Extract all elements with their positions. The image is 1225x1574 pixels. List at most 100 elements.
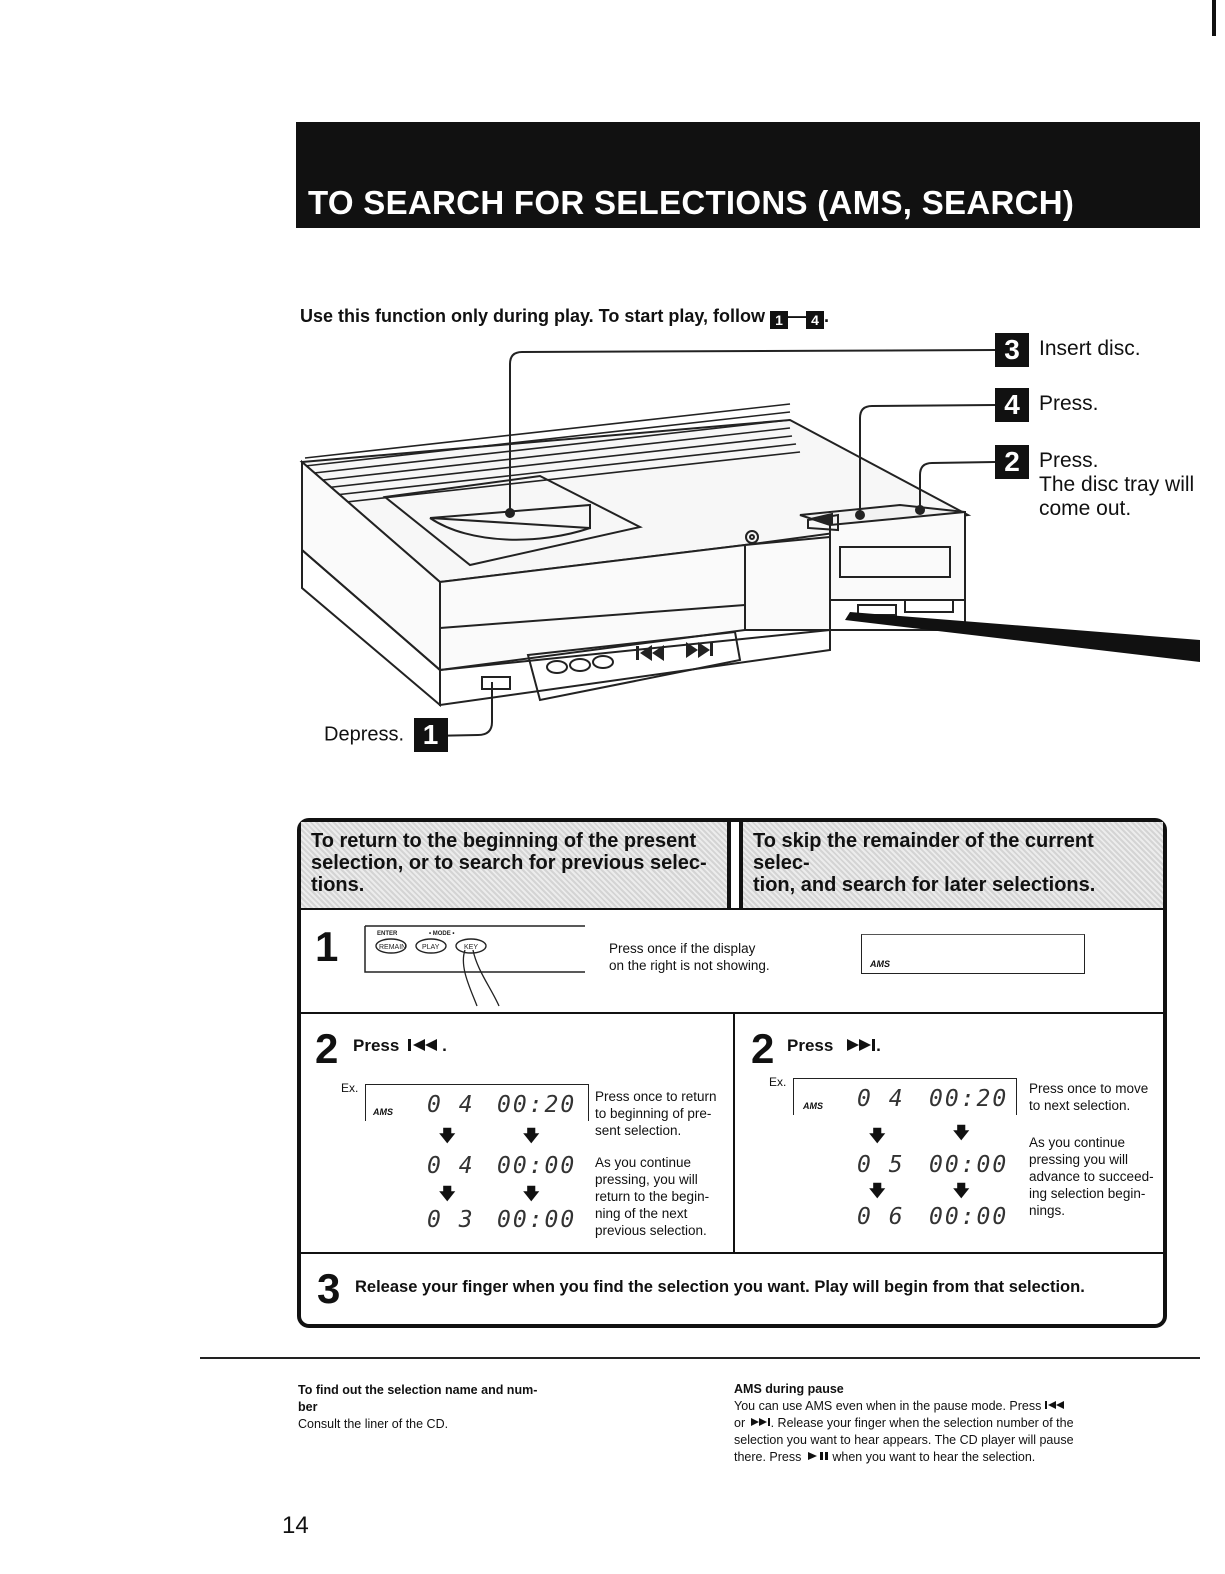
down-arrow-icon: 🡇	[439, 1186, 456, 1203]
step-number-2-left: 2	[315, 1025, 339, 1072]
note-heading-line: To find out the selection name and num-	[298, 1383, 538, 1397]
step3-instruction: Release your finger when you find the se…	[355, 1278, 1085, 1296]
prev-track-icon	[408, 1039, 438, 1051]
note-text: You can use AMS even when in the pause m…	[734, 1399, 1042, 1413]
callout-insert-disc: 3 Insert disc.	[995, 333, 1141, 367]
text-line: sent selection.	[595, 1123, 682, 1138]
page-number: 14	[282, 1512, 309, 1539]
lcd-frame-right	[793, 1078, 1017, 1115]
panel-header-previous: To return to the beginning of the presen…	[301, 822, 731, 910]
step-badge-1: 1	[770, 311, 789, 329]
step-badge-1-callout: 1	[413, 718, 448, 752]
down-arrow-icon: 🡇	[869, 1128, 886, 1145]
edge-rule	[1212, 0, 1216, 36]
down-arrow-icon: 🡇	[869, 1183, 886, 1200]
text-line: ning of the next	[595, 1206, 688, 1221]
intro-text: Use this function only during play. To s…	[300, 306, 829, 329]
note-text: there. Press	[734, 1450, 802, 1464]
text-line: return to the begin-	[595, 1189, 710, 1204]
lcd-time-left-3: 00:00	[497, 1207, 577, 1233]
note-heading-line: ber	[298, 1400, 318, 1414]
down-arrow-icon: 🡇	[953, 1183, 970, 1200]
lcd-track-left-2: 0 4	[427, 1153, 475, 1179]
panel-divider	[301, 1252, 1163, 1254]
down-arrow-icon: 🡇	[523, 1128, 540, 1145]
down-arrow-icon: 🡇	[523, 1186, 540, 1203]
callout-tray-line1: The disc tray will	[1039, 473, 1195, 496]
step-badge-4: 4	[806, 311, 825, 329]
panel-header-line: selection, or to search for previous sel…	[311, 852, 707, 874]
key-label-mode: • MODE •	[429, 931, 455, 937]
text-line: to next selection.	[1029, 1098, 1131, 1113]
lcd-track-left-3: 0 3	[427, 1207, 475, 1233]
callout-insert-disc-text: Insert disc.	[1039, 337, 1141, 360]
step-badge-2-callout: 2	[995, 445, 1029, 479]
note-line: selection you want to hear appears. The …	[734, 1433, 1074, 1447]
text-line: As you continue	[1029, 1135, 1126, 1150]
step1-instruction: Press once if the display on the right i…	[609, 940, 770, 974]
ex-label-left: Ex.	[341, 1081, 359, 1095]
panel-header-line: tion, and search for later selections.	[753, 874, 1096, 896]
text-line: nings.	[1029, 1203, 1066, 1218]
panel-header-next: To skip the remainder of the current sel…	[739, 822, 1163, 910]
step-number-1: 1	[315, 923, 339, 970]
ams-display-label: AMS	[870, 959, 890, 969]
panel-divider	[301, 1012, 1163, 1014]
prev-track-icon	[1044, 1401, 1064, 1409]
lcd-time-right-2: 00:00	[929, 1152, 1009, 1178]
press-next-label: Press .	[787, 1036, 881, 1055]
press-prev-text: Press	[353, 1036, 400, 1055]
text-line: Press once to return	[595, 1089, 717, 1104]
step1-text-line: Press once if the display	[609, 941, 756, 956]
note-text: . Release your finger when the selection…	[770, 1416, 1074, 1430]
remain-key: REMAIN	[379, 944, 406, 951]
intro-text-start: Use this function only during play. To s…	[300, 306, 771, 326]
lcd-time-right-3: 00:00	[929, 1204, 1009, 1230]
text-line: to beginning of pre-	[595, 1106, 712, 1121]
note-heading-ams-pause: AMS during pause	[734, 1382, 844, 1396]
play-pause-icon	[807, 1452, 828, 1460]
press-next-text: Press	[787, 1036, 834, 1055]
note-heading-selection-name: To find out the selection name and num- …	[298, 1382, 537, 1416]
next-track-icon	[847, 1039, 876, 1051]
ex-label-right: Ex.	[769, 1075, 787, 1089]
step1-text-line: on the right is not showing.	[609, 958, 770, 973]
callout-press-open-text: Press.	[1039, 449, 1099, 472]
step2-left-text1: Press once to return to beginning of pre…	[595, 1088, 717, 1139]
panel-divider	[301, 908, 1163, 910]
play-key: PLAY	[422, 944, 440, 951]
key-label-enter: ENTER	[377, 931, 398, 937]
callout-press-open: 2 Press. The disc tray will come out.	[995, 445, 1194, 520]
note-line: or . Release your finger when the select…	[734, 1415, 1074, 1432]
note-line: You can use AMS even when in the pause m…	[734, 1398, 1074, 1415]
lcd-ams-right: AMS	[803, 1101, 823, 1111]
text-line: advance to succeed-	[1029, 1169, 1154, 1184]
lcd-time-left-2: 00:00	[497, 1153, 577, 1179]
panel-header-line: To return to the beginning of the presen…	[311, 830, 697, 852]
remote-keys-diagram: ENTER • MODE • REMAIN PLAY KEY	[364, 925, 585, 1007]
intro-dash: —	[788, 306, 807, 326]
text-line: previous selection.	[595, 1223, 707, 1238]
instruction-panel: To return to the beginning of the presen…	[297, 818, 1167, 1328]
intro-text-end: .	[824, 306, 830, 326]
step2-right-text1: Press once to move to next selection.	[1029, 1080, 1148, 1114]
callout-depress: Depress. 1	[324, 718, 448, 752]
next-track-icon	[750, 1418, 770, 1426]
down-arrow-icon: 🡇	[439, 1128, 456, 1145]
step2-left-text2: As you continue pressing, you will retur…	[595, 1154, 709, 1239]
lcd-track-right-2: 0 5	[857, 1152, 905, 1178]
note-line: there. Press when you want to hear the s…	[734, 1449, 1074, 1466]
panel-header-line: tions.	[311, 874, 365, 896]
callout-tray-line2: come out.	[1039, 497, 1132, 520]
footer-divider	[200, 1357, 1200, 1359]
note-text: or	[734, 1416, 746, 1430]
text-line: pressing you will	[1029, 1152, 1129, 1167]
step-number-2-right: 2	[751, 1025, 775, 1072]
lcd-track-right-3: 0 6	[857, 1204, 905, 1230]
lcd-track-left-1: 0 4	[427, 1092, 475, 1118]
lcd-track-right-1: 0 4	[857, 1086, 905, 1112]
callout-depress-text: Depress.	[324, 723, 405, 746]
text-line: pressing, you will	[595, 1172, 698, 1187]
note-text: when you want to hear the selection.	[832, 1450, 1036, 1464]
cd-player-illustration	[299, 349, 1200, 737]
